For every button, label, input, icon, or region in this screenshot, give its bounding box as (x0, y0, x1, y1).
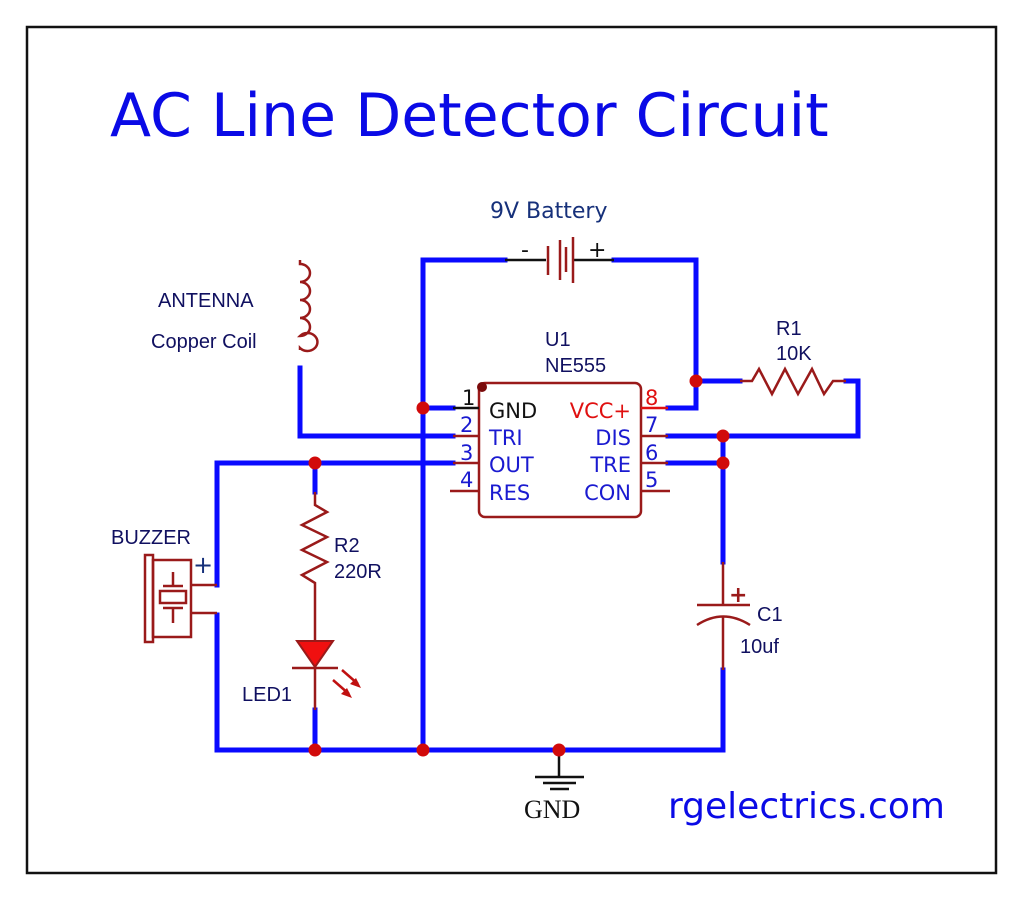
antenna-coil (296, 260, 319, 353)
diagram-frame (25, 25, 998, 875)
wire-out-to-buzzer (214, 460, 456, 588)
pin-5-name: CON (584, 481, 631, 505)
junctions (308, 374, 730, 757)
pin-4-name: RES (489, 481, 530, 505)
battery: - + (505, 237, 614, 283)
battery-plus-label: + (588, 238, 606, 263)
junction-dot (416, 743, 430, 757)
junction-dot (308, 743, 322, 757)
junction-dot (308, 456, 322, 470)
c1-plus-label: + (729, 583, 747, 608)
pin-1-number: 1 (462, 386, 475, 410)
wire-gnd-bottom (214, 612, 726, 753)
ic-part: NE555 (545, 355, 606, 377)
ic-ne555: 1 2 3 4 5 6 7 8 GND TRI OUT RES CON TRE … (450, 381, 670, 519)
junction-dot (689, 374, 703, 388)
website-label: rgelectrics.com (668, 786, 945, 827)
ground-label: GND (524, 795, 580, 824)
resistor-r1 (740, 366, 846, 397)
antenna-label: ANTENNA (158, 290, 254, 312)
wire-vcc-to-pin8 (611, 257, 699, 411)
ic-ref: U1 (545, 329, 571, 351)
pin-8-number: 8 (645, 386, 658, 410)
battery-label: 9V Battery (490, 199, 607, 224)
pin-5-number: 5 (645, 468, 658, 492)
c1-ref: C1 (757, 604, 783, 626)
pin-3-number: 3 (460, 441, 473, 465)
buzzer (143, 553, 217, 644)
led (292, 640, 361, 710)
wire-gnd-rail-left (420, 257, 508, 753)
r1-ref: R1 (776, 318, 802, 340)
pin-7-number: 7 (645, 413, 658, 437)
diagram-title: AC Line Detector Circuit (110, 81, 829, 151)
wires (214, 257, 861, 753)
pin-2-name: TRI (488, 426, 523, 450)
c1-value: 10uf (740, 636, 779, 658)
pin-1-name: GND (489, 399, 537, 423)
resistor-r2 (299, 492, 330, 640)
ic-body (477, 381, 643, 519)
pin-4-number: 4 (460, 468, 473, 492)
wire-antenna-to-tri (297, 365, 456, 439)
buzzer-plus-label: + (193, 551, 213, 579)
pin-6-name: TRE (589, 453, 631, 477)
r2-ref: R2 (334, 535, 360, 557)
pin-3-name: OUT (489, 453, 534, 477)
ic-pin1-marker (477, 382, 487, 392)
junction-dot (416, 401, 430, 415)
r1-value: 10K (776, 343, 812, 365)
led-ref: LED1 (242, 684, 292, 706)
wire-r1-to-dis (665, 378, 861, 439)
junction-dot (552, 743, 566, 757)
junction-dot (716, 456, 730, 470)
antenna-sublabel: Copper Coil (151, 331, 257, 353)
pin-8-name: VCC+ (570, 399, 631, 423)
pin-2-number: 2 (460, 413, 473, 437)
junction-dot (716, 429, 730, 443)
r2-value: 220R (334, 561, 382, 583)
pin-6-number: 6 (645, 441, 658, 465)
pin-7-name: DIS (595, 426, 631, 450)
buzzer-label: BUZZER (111, 527, 191, 549)
capacitor-c1 (696, 562, 751, 670)
battery-minus-label: - (521, 238, 529, 263)
